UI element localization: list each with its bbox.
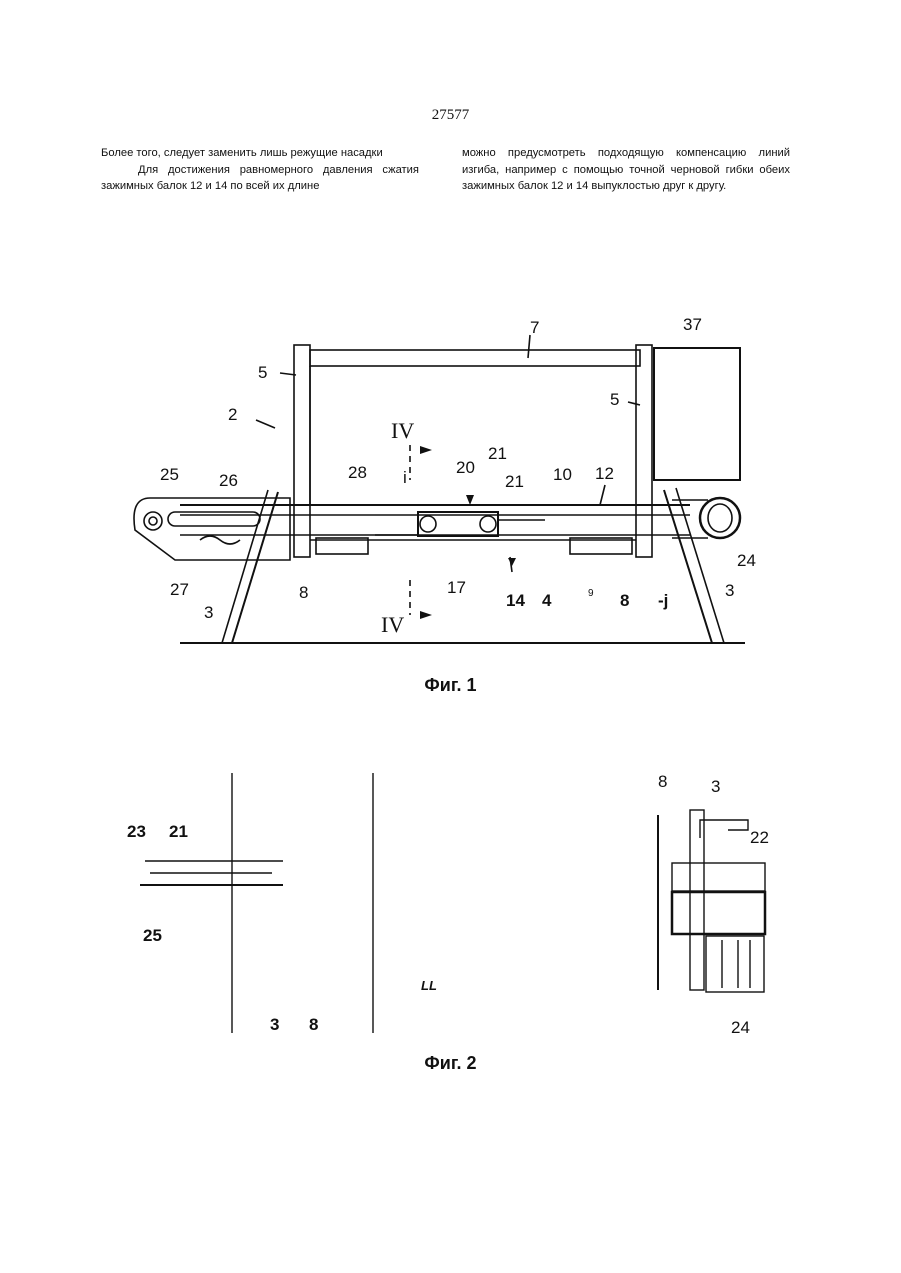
label-j: -j	[658, 591, 668, 610]
label-24: 24	[731, 1018, 750, 1037]
label-8-left: 8	[299, 583, 308, 602]
label-8-right: 8	[620, 591, 629, 610]
label-23: 23	[127, 822, 146, 841]
label-3-right: 3	[725, 581, 734, 600]
label-8-right: 8	[658, 772, 667, 791]
label-9: 9	[588, 588, 594, 599]
label-14: 14	[506, 591, 525, 610]
label-3: 3	[270, 1015, 279, 1034]
figure-2-drawing: 23 21 25 3 8 LL 8 3 22 24	[0, 760, 901, 1060]
label-3-left: 3	[204, 603, 213, 622]
label-5-right: 5	[610, 390, 619, 409]
label-20: 20	[456, 458, 475, 477]
label-3-right: 3	[711, 777, 720, 796]
label-28: 28	[348, 463, 367, 482]
label-5-left: 5	[258, 363, 267, 382]
label-25: 25	[160, 465, 179, 484]
label-4: 4	[542, 591, 552, 610]
label-7: 7	[530, 318, 539, 337]
label-37: 37	[683, 315, 702, 334]
figure-2-caption: Фиг. 2	[0, 1053, 901, 1074]
label-12: 12	[595, 464, 614, 483]
label-8: 8	[309, 1015, 318, 1034]
label-21: 21	[169, 822, 188, 841]
label-17: 17	[447, 578, 466, 597]
label-ll: LL	[421, 978, 437, 993]
label-26: 26	[219, 471, 238, 490]
figure-1-caption: Фиг. 1	[0, 675, 901, 696]
label-21-lower: 21	[505, 472, 524, 491]
label-22: 22	[750, 828, 769, 847]
label-27: 27	[170, 580, 189, 599]
label-section-iv-bottom: IV	[381, 612, 404, 637]
label-i: i	[403, 468, 407, 487]
label-section-iv-top: IV	[391, 418, 414, 443]
label-25: 25	[143, 926, 162, 945]
label-10: 10	[553, 465, 572, 484]
label-24: 24	[737, 551, 756, 570]
figure-1-drawing: 7 37 5 5 2 IV i 20 21 21 10 12 28 25 26 …	[0, 0, 901, 700]
label-2: 2	[228, 405, 237, 424]
label-21-top: 21	[488, 444, 507, 463]
